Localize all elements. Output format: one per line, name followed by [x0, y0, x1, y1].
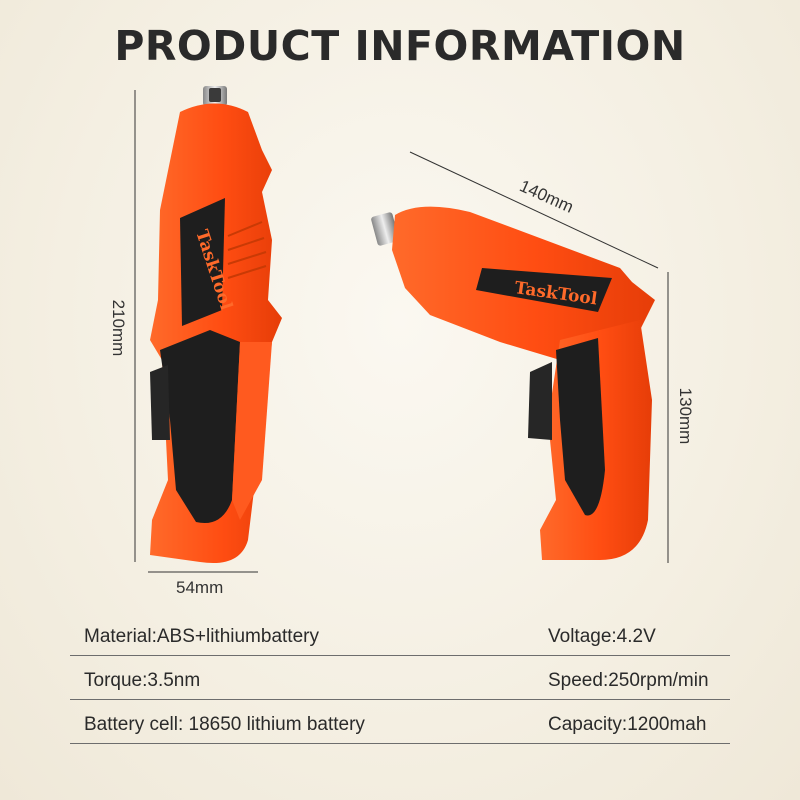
- height-side-label: 130mm: [676, 387, 695, 445]
- length-side-dim-line: [409, 151, 659, 269]
- front-view-screwdriver: TaskTool: [150, 86, 282, 564]
- spec-torque: Torque:3.5nm: [84, 670, 201, 691]
- spec-row: Torque:3.5nm Speed:250rpm/min: [70, 656, 730, 700]
- dimension-drawing: TaskTool TaskTool: [134, 86, 669, 573]
- width-front-label: 54mm: [176, 578, 224, 597]
- height-front-label: 210mm: [109, 299, 128, 357]
- spec-speed: Speed:250rpm/min: [548, 670, 709, 691]
- spec-capacity: Capacity:1200mah: [548, 714, 707, 735]
- page-title: PRODUCT INFORMATION: [114, 22, 686, 70]
- spec-table: Material:ABS+lithiumbattery Voltage:4.2V…: [70, 612, 730, 744]
- product-illustration: TaskTool TaskTool 210mm 54mm 140mm 130mm: [109, 86, 695, 597]
- spec-material: Material:ABS+lithiumbattery: [84, 626, 319, 647]
- spec-row: Material:ABS+lithiumbattery Voltage:4.2V: [70, 612, 730, 656]
- spec-battery-cell: Battery cell: 18650 lithium battery: [84, 714, 365, 735]
- side-view-screwdriver: TaskTool: [371, 206, 655, 560]
- spec-voltage: Voltage:4.2V: [548, 626, 656, 647]
- spec-row: Battery cell: 18650 lithium battery Capa…: [70, 700, 730, 744]
